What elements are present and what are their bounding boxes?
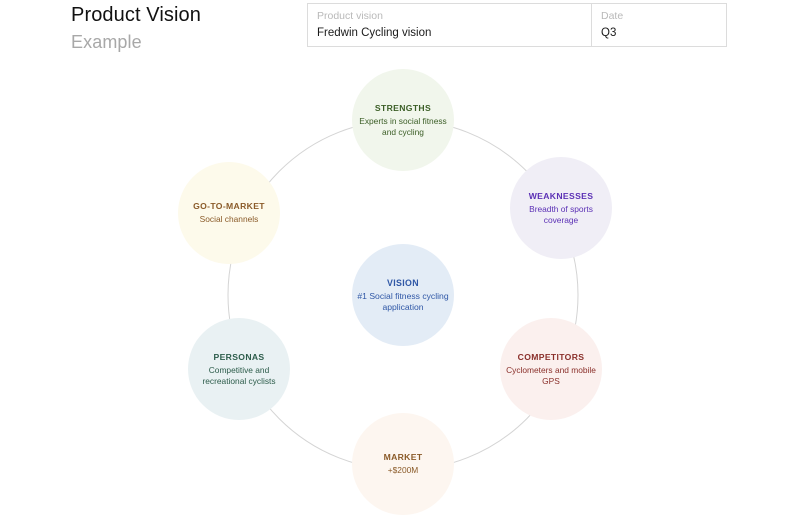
node-competitors[interactable]: COMPETITORS Cyclometers and mobile GPS [500,318,602,420]
node-go-to-market-desc: Social channels [199,214,259,225]
meta-table: Product vision Fredwin Cycling vision Da… [307,3,727,47]
header-title-block: Product Vision Example [71,2,201,54]
meta-value-product-vision: Fredwin Cycling vision [317,27,432,39]
node-go-to-market[interactable]: GO-TO-MARKET Social channels [178,162,280,264]
node-weaknesses[interactable]: WEAKNESSES Breadth of sports coverage [510,157,612,259]
node-strengths[interactable]: STRENGTHS Experts in social fitness and … [352,69,454,171]
node-market-desc: +$200M [387,465,419,476]
node-personas[interactable]: PERSONAS Competitive and recreational cy… [188,318,290,420]
node-market[interactable]: MARKET +$200M [352,413,454,515]
node-personas-title: PERSONAS [213,351,265,362]
node-strengths-desc: Experts in social fitness and cycling [359,115,447,138]
meta-label-product-vision: Product vision [317,10,383,22]
meta-cell-product-vision[interactable]: Product vision Fredwin Cycling vision [308,4,592,46]
node-weaknesses-desc: Breadth of sports coverage [529,203,593,226]
node-vision[interactable]: VISION #1 Social fitness cycling applica… [352,244,454,346]
node-competitors-title: COMPETITORS [517,351,585,362]
node-weaknesses-title: WEAKNESSES [528,190,594,201]
node-strengths-title: STRENGTHS [374,102,432,113]
node-go-to-market-title: GO-TO-MARKET [193,201,265,212]
meta-value-date: Q3 [601,27,617,39]
node-competitors-desc: Cyclometers and mobile GPS [506,364,596,387]
node-vision-title: VISION [387,277,419,288]
meta-cell-date[interactable]: Date Q3 [592,4,726,46]
vision-diagram: VISION #1 Social fitness cycling applica… [0,48,800,524]
node-personas-desc: Competitive and recreational cyclists [202,364,276,387]
node-vision-desc: #1 Social fitness cycling application [357,290,449,313]
page-title: Product Vision [71,4,201,26]
meta-label-date: Date [601,10,624,22]
node-market-title: MARKET [383,452,423,463]
page-subtitle: Example [71,32,142,52]
